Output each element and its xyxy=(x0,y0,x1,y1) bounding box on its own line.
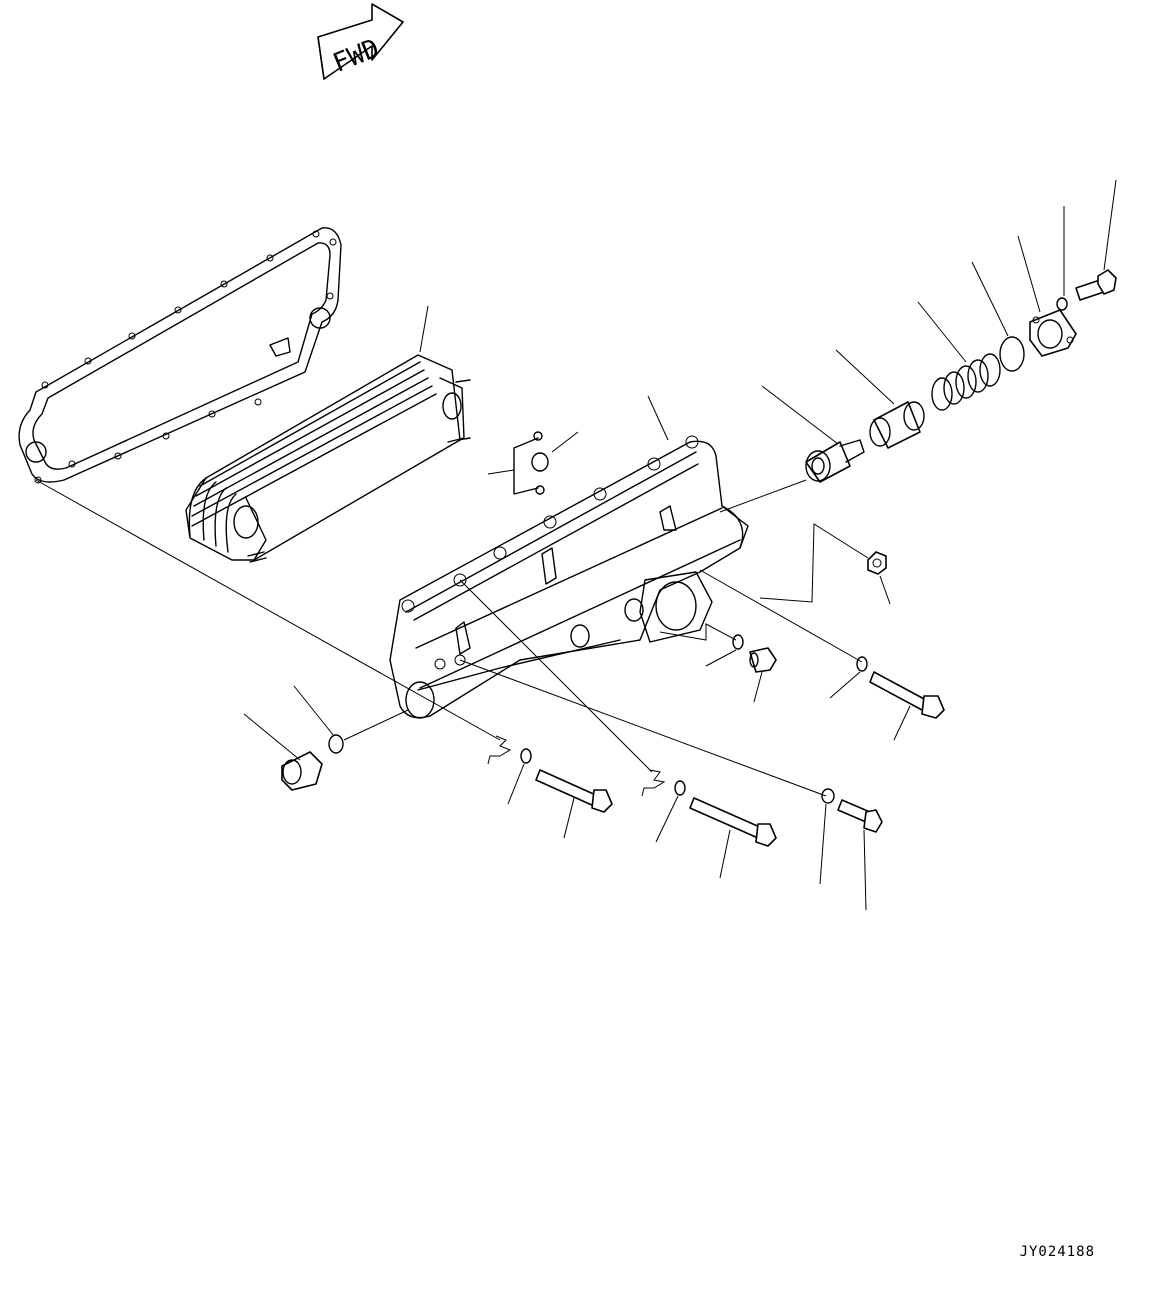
plug-washer-and-bolt xyxy=(1056,179,1117,311)
fwd-direction-arrow: FWD xyxy=(317,3,404,80)
valve-sleeve xyxy=(835,349,925,449)
cooler-gasket xyxy=(18,227,342,484)
regulator-valve xyxy=(719,385,865,513)
oil-cooler-cover xyxy=(389,395,749,719)
small-bolt-and-washer xyxy=(659,623,777,703)
bolt-group-bottom-center xyxy=(641,769,777,879)
drawing-code: JY024188 xyxy=(1019,1244,1095,1260)
valve-plug xyxy=(1017,235,1077,357)
oil-cooler-element xyxy=(185,305,471,563)
leader-lines xyxy=(35,479,827,797)
bolt-group-bottom-left xyxy=(487,735,613,839)
valve-o-ring xyxy=(971,261,1025,372)
valve-spring xyxy=(917,301,1001,411)
o-ring-group xyxy=(487,431,579,495)
mounting-nut xyxy=(759,523,891,605)
long-bolt-right xyxy=(699,569,945,741)
drain-plug xyxy=(243,685,409,791)
bolt-group-bottom-right xyxy=(819,788,883,911)
